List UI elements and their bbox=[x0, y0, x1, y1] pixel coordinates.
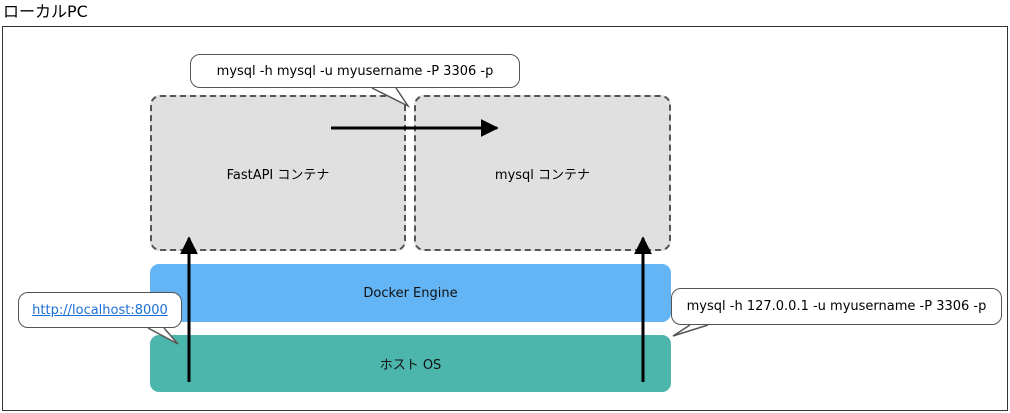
local-pc-frame bbox=[2, 26, 1008, 411]
host-command-text: mysql -h 127.0.0.1 -u myusername -P 3306… bbox=[686, 299, 987, 314]
host-os-layer: ホスト OS bbox=[150, 335, 671, 392]
docker-engine-layer: Docker Engine bbox=[150, 264, 671, 322]
localhost-callout: http://localhost:8000 bbox=[18, 292, 182, 328]
container-command-callout: mysql -h mysql -u myusername -P 3306 -p bbox=[190, 54, 520, 88]
fastapi-container-label: FastAPI コンテナ bbox=[226, 167, 330, 183]
host-os-label: ホスト OS bbox=[379, 358, 442, 373]
local-pc-label: ローカルPC bbox=[3, 2, 88, 21]
fastapi-container: FastAPI コンテナ bbox=[150, 95, 406, 251]
mysql-container-label: mysql コンテナ bbox=[494, 167, 591, 183]
mysql-container: mysql コンテナ bbox=[414, 95, 671, 251]
host-command-callout: mysql -h 127.0.0.1 -u myusername -P 3306… bbox=[671, 288, 1002, 325]
container-command-text: mysql -h mysql -u myusername -P 3306 -p bbox=[216, 63, 494, 79]
localhost-link[interactable]: http://localhost:8000 bbox=[32, 302, 168, 318]
right-callout-tail bbox=[672, 324, 709, 337]
docker-engine-label: Docker Engine bbox=[363, 285, 458, 301]
top-callout-tail bbox=[371, 87, 411, 108]
left-callout-tail bbox=[147, 327, 179, 345]
